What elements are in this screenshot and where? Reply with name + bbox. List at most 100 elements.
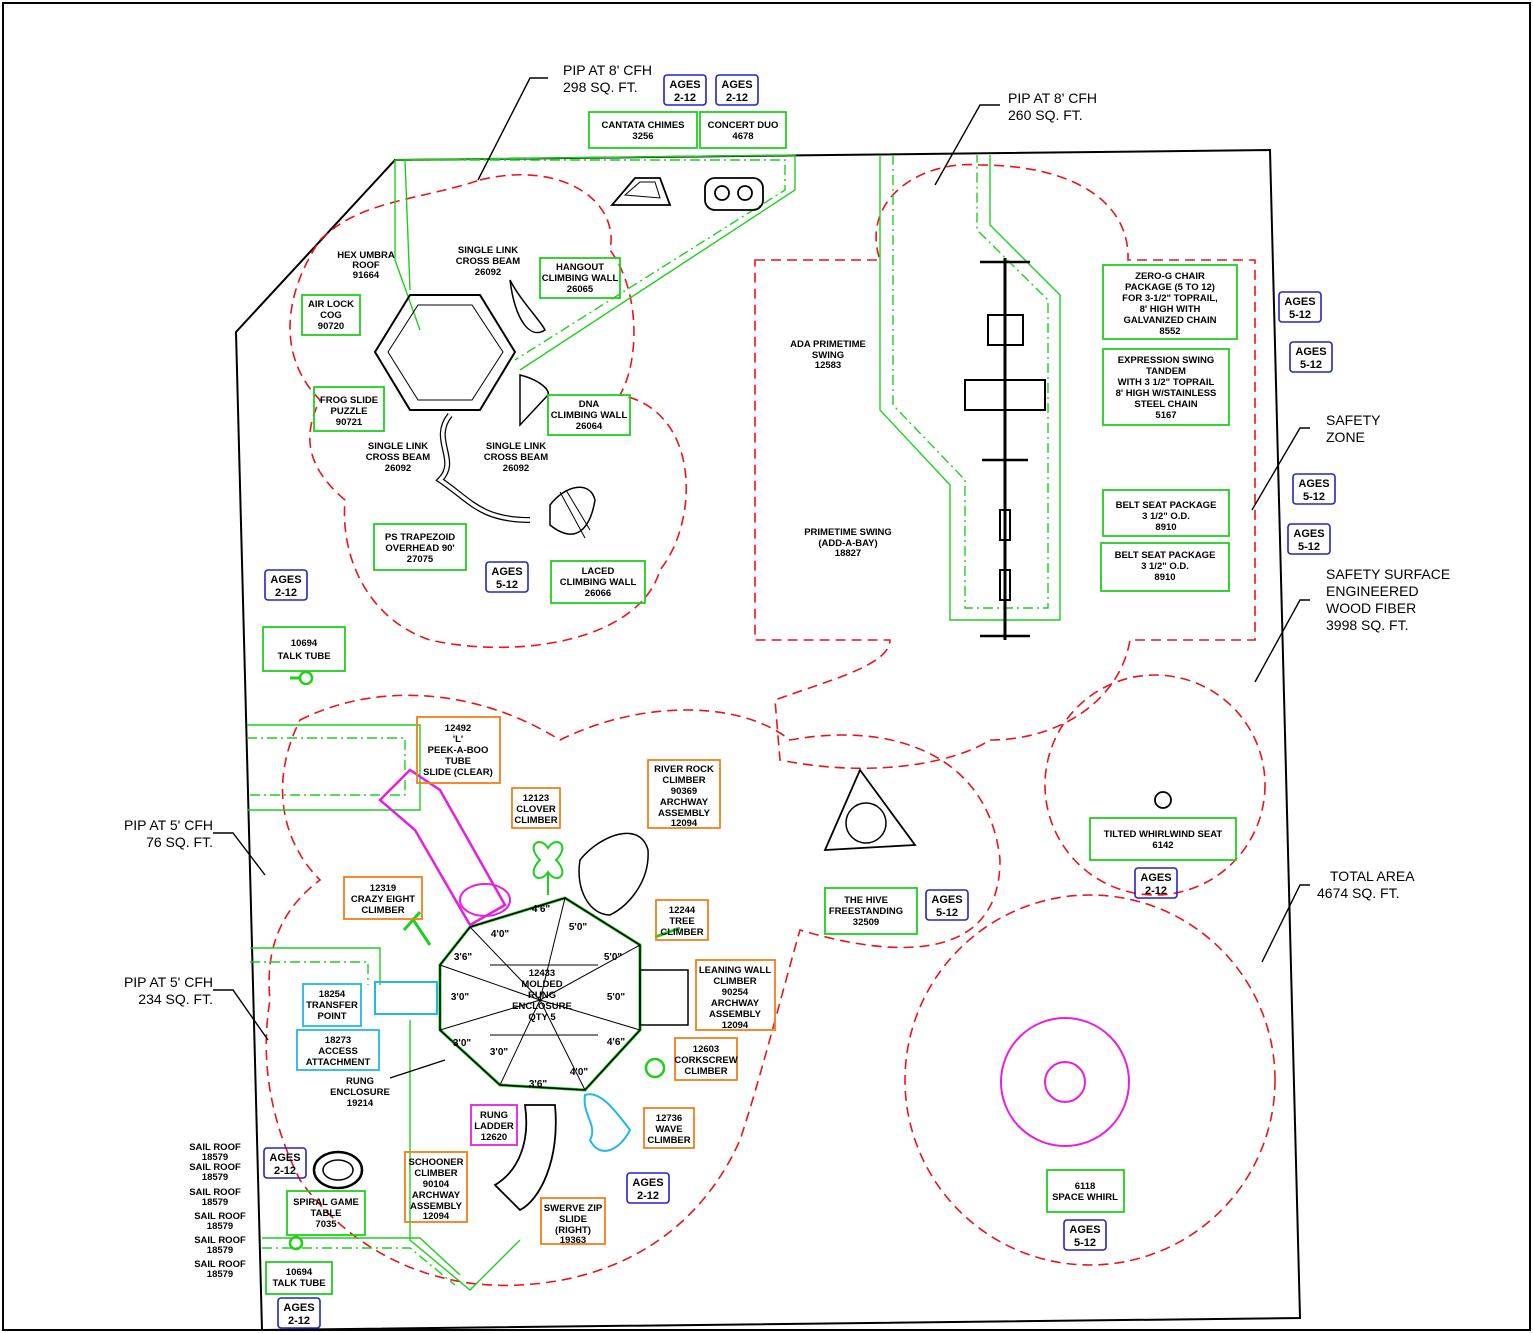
label-text: 3'6" bbox=[454, 952, 473, 963]
label-text: COG bbox=[320, 310, 342, 321]
label-text: 26066 bbox=[585, 588, 611, 599]
label-text: AGES bbox=[931, 894, 962, 906]
callout-pip8-north-line1: PIP AT 8' CFH bbox=[563, 62, 652, 78]
safety-zones bbox=[265, 163, 1276, 1287]
label-text: 12319 bbox=[370, 883, 396, 894]
label-text: 6118 bbox=[1075, 1181, 1096, 1192]
label-text: CLIMBER bbox=[684, 1066, 727, 1077]
label-text: CROSS BEAM bbox=[456, 256, 520, 267]
label-text: QTY 5 bbox=[528, 1012, 556, 1023]
label-text: ARCHWAY bbox=[660, 797, 709, 808]
swerve-zip-slide-icon bbox=[493, 1104, 557, 1212]
label-text: CLIMBER bbox=[361, 905, 404, 916]
label-text: ARCHWAY bbox=[711, 998, 760, 1009]
label-text: CLIMBING WALL bbox=[560, 577, 637, 588]
callout-pip8-north-line2: 298 SQ. FT. bbox=[563, 79, 638, 95]
label-text: CONCERT DUO bbox=[708, 120, 779, 131]
label-text: SPACE WHIRL bbox=[1052, 1192, 1118, 1203]
swing-set bbox=[964, 258, 1046, 640]
label-text: PEEK-A-BOO bbox=[428, 745, 489, 756]
label-text: RUNG bbox=[528, 990, 556, 1001]
label-text: TANDEM bbox=[1146, 366, 1186, 377]
label-text: FREESTANDING bbox=[829, 906, 903, 917]
label-text: SWERVE ZIP bbox=[544, 1203, 603, 1214]
label-text: 10694 bbox=[291, 638, 318, 649]
label-text: 12583 bbox=[815, 360, 841, 371]
callout-safety-zone-line2: ZONE bbox=[1326, 429, 1365, 445]
label-leaning-wall-climber: LEANING WALLCLIMBER90254ARCHWAYASSEMBLY1… bbox=[695, 959, 776, 1031]
label-text: 26092 bbox=[475, 267, 501, 278]
callout-texts: PIP AT 8' CFH 298 SQ. FT. PIP AT 8' CFH … bbox=[124, 62, 1450, 1007]
label-text: 18579 bbox=[202, 1152, 228, 1163]
label-text: HANGOUT bbox=[556, 262, 604, 273]
label-text: AGES bbox=[1284, 296, 1315, 308]
label-text: 18827 bbox=[835, 548, 861, 559]
label-text: AGES bbox=[1293, 528, 1324, 540]
label-text: 5-12 bbox=[936, 907, 958, 919]
label-text: SLIDE bbox=[559, 1214, 587, 1225]
label-text: 10694 bbox=[286, 1267, 313, 1278]
label-text: TRANSFER bbox=[306, 1000, 358, 1011]
label-text: OVERHEAD 90' bbox=[385, 543, 454, 554]
label-text: 3 1/2" O.D. bbox=[1141, 561, 1189, 572]
label-text: ASSEMBLY bbox=[658, 808, 711, 819]
label-text: 90254 bbox=[722, 987, 749, 998]
safety-zone-whirlwind bbox=[1044, 674, 1266, 896]
callout-total-line1: TOTAL AREA bbox=[1330, 868, 1415, 884]
label-text: ATTACHMENT bbox=[306, 1057, 371, 1068]
label-text: 18579 bbox=[207, 1269, 233, 1280]
callout-pip5-234-line1: PIP AT 5' CFH bbox=[124, 974, 213, 990]
label-text: 5-12 bbox=[496, 579, 518, 591]
label-text: ADA PRIMETIME bbox=[790, 339, 866, 350]
label-text: 12094 bbox=[722, 1020, 749, 1031]
clover-climber-icon bbox=[532, 841, 564, 879]
label-text: 90720 bbox=[318, 321, 344, 332]
label-text: CORKSCREW bbox=[674, 1055, 737, 1066]
label-text: 2-12 bbox=[288, 1315, 310, 1327]
callout-surface-line4: 3998 SQ. FT. bbox=[1326, 617, 1408, 633]
callout-surface-line2: ENGINEERED bbox=[1326, 583, 1419, 599]
callout-pip5-76-line1: PIP AT 5' CFH bbox=[124, 817, 213, 833]
label-text: ENCLOSURE bbox=[330, 1087, 390, 1098]
callout-safety-zone-line1: SAFETY bbox=[1326, 412, 1381, 428]
label-text: 2-12 bbox=[726, 92, 748, 104]
label-text: SPIRAL GAME bbox=[293, 1197, 359, 1208]
main-play-structure bbox=[374, 768, 689, 1212]
concert-duo-icon bbox=[704, 177, 764, 211]
label-text: PRIMETIME SWING bbox=[804, 527, 892, 538]
label-text: 32509 bbox=[853, 917, 879, 928]
label-text: 2-12 bbox=[274, 1165, 296, 1177]
label-text: 90721 bbox=[336, 417, 363, 428]
label-text: 18579 bbox=[207, 1245, 233, 1256]
label-text: BELT SEAT PACKAGE bbox=[1115, 550, 1216, 561]
label-text: PS TRAPEZOID bbox=[385, 532, 455, 543]
label-text: AGES bbox=[283, 1302, 314, 1314]
label-text: ACCESS bbox=[318, 1046, 358, 1057]
label-text: AGES bbox=[270, 574, 301, 586]
chimes-and-duo bbox=[610, 177, 764, 211]
label-text: WAVE bbox=[655, 1124, 682, 1135]
label-text: SAIL ROOF bbox=[194, 1259, 246, 1270]
label-text: 3 1/2" O.D. bbox=[1142, 511, 1190, 522]
label-text: 18254 bbox=[319, 989, 346, 1000]
the-hive-icon bbox=[823, 768, 917, 851]
wave-climber-icon bbox=[583, 1093, 632, 1152]
label-text: LACED bbox=[582, 566, 615, 577]
